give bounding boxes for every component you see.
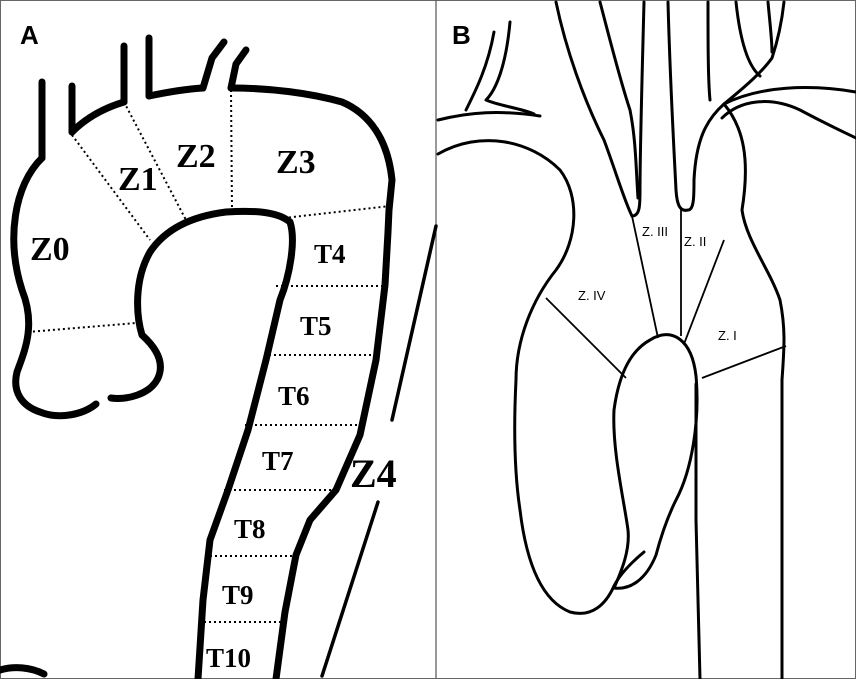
label-z4: Z4	[350, 451, 397, 496]
label-t10: T10	[206, 643, 251, 673]
label-t4: T4	[314, 239, 346, 269]
label-z0: Z0	[30, 231, 70, 268]
panel-b-letter: B	[452, 20, 471, 50]
label-zone-iii: Z. III	[642, 224, 668, 239]
panel-a-letter: A	[20, 20, 39, 50]
label-t5: T5	[300, 311, 332, 341]
label-z3: Z3	[276, 144, 316, 181]
label-z2: Z2	[176, 138, 216, 175]
label-zone-ii: Z. II	[684, 234, 706, 249]
label-zone-iv: Z. IV	[578, 288, 606, 303]
label-t9: T9	[222, 580, 254, 610]
label-t6: T6	[278, 381, 310, 411]
label-t7: T7	[262, 446, 294, 476]
label-z1: Z1	[118, 161, 158, 198]
label-t8: T8	[234, 514, 266, 544]
label-zone-i: Z. I	[718, 328, 737, 343]
